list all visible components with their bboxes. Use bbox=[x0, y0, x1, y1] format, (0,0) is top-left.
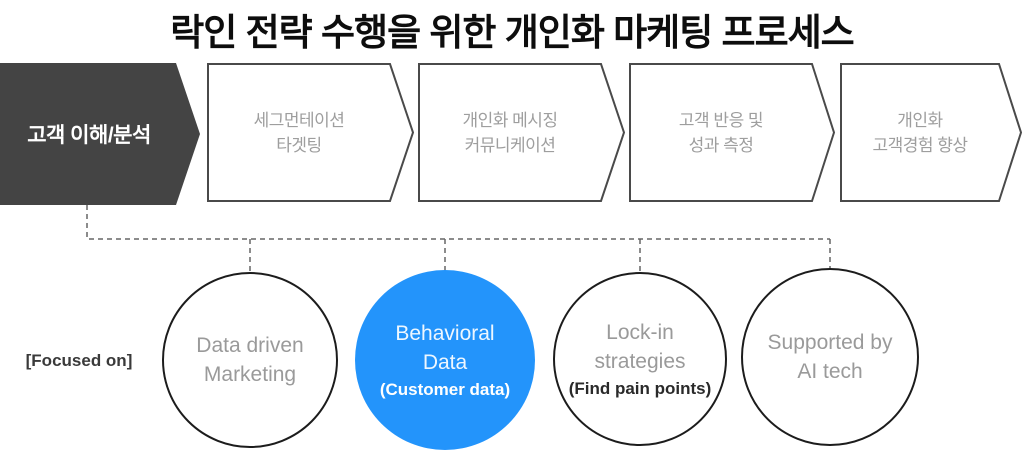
circle-2-line-2: Data bbox=[422, 351, 468, 374]
step-2-line-2: 타겟팅 bbox=[276, 135, 322, 155]
step-5-line-2: 고객경험 향상 bbox=[872, 135, 968, 155]
circle-3-line-2: strategies bbox=[594, 350, 686, 373]
page-title: 락인 전략 수행을 위한 개인화 마케팅 프로세스 bbox=[170, 12, 854, 53]
step-2-label: 세그먼테이션 타겟팅 bbox=[208, 64, 390, 201]
step-5-line-1: 개인화 bbox=[897, 110, 943, 130]
step-1-label: 고객 이해/분석 bbox=[0, 63, 178, 205]
chevron-step-2 bbox=[207, 63, 415, 202]
circle-3-label: Lock-in strategies (Find pain points) bbox=[554, 273, 726, 445]
circle-1-line-1: Data driven bbox=[196, 334, 304, 357]
step-3-line-2: 커뮤니케이션 bbox=[464, 135, 556, 155]
circle-2-line-1: Behavioral bbox=[395, 322, 495, 345]
step-4-line-1: 고객 반응 및 bbox=[678, 110, 764, 130]
circle-4-label: Supported by AI tech bbox=[742, 269, 918, 445]
focused-on-label: [Focused on] bbox=[25, 351, 133, 370]
circle-4-line-2: AI tech bbox=[797, 360, 863, 383]
step-3-line-1: 개인화 메시징 bbox=[462, 110, 558, 130]
circle-2-label: Behavioral Data (Customer data) bbox=[355, 270, 535, 450]
circle-4-line-1: Supported by bbox=[767, 331, 893, 354]
circle-lock-in-strategies bbox=[553, 272, 727, 446]
circle-3-line-1: Lock-in bbox=[606, 321, 674, 344]
step-2-line-1: 세그먼테이션 bbox=[253, 110, 345, 130]
circle-2-subtext: (Customer data) bbox=[379, 380, 511, 399]
chevron-step-4 bbox=[629, 63, 836, 202]
chevron-step-1 bbox=[0, 63, 200, 205]
circle-1-label: Data driven Marketing bbox=[163, 273, 337, 447]
step-4-line-2: 성과 측정 bbox=[688, 135, 754, 155]
circle-behavioral-data bbox=[355, 270, 535, 450]
circle-3-subtext: (Find pain points) bbox=[568, 379, 712, 398]
chevron-step-3 bbox=[418, 63, 626, 202]
step-3-label: 개인화 메시징 커뮤니케이션 bbox=[419, 64, 601, 201]
circle-1-line-2: Marketing bbox=[203, 363, 297, 386]
circle-data-driven-marketing bbox=[162, 272, 338, 448]
chevron-step-5 bbox=[840, 63, 1023, 202]
step-1-text: 고객 이해/분석 bbox=[27, 124, 151, 147]
step-4-label: 고객 반응 및 성과 측정 bbox=[630, 64, 812, 201]
step-5-label: 개인화 고객경험 향상 bbox=[841, 64, 999, 201]
connector-dashed-lines bbox=[86, 205, 831, 273]
circle-supported-by-ai bbox=[741, 268, 919, 446]
